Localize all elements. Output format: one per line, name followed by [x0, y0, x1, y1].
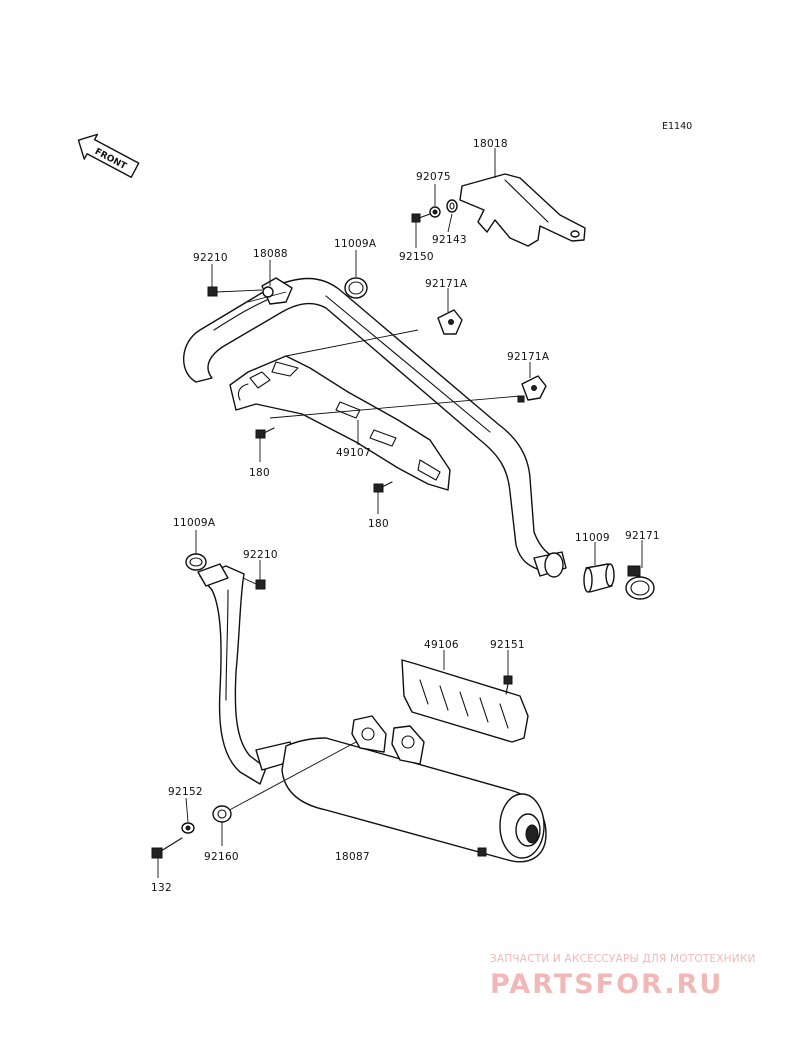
label-92210-upper: 92210 [193, 252, 228, 264]
part-92160-damper [212, 805, 232, 823]
watermark-tagline: ЗАПЧАСТИ И АКСЕССУАРЫ ДЛЯ МОТОТЕХНИКИ [490, 953, 756, 965]
part-92210-bolt-lower [255, 579, 266, 590]
part-upper-exhaust-pipe [182, 277, 567, 578]
label-92171a-1: 92171A [425, 278, 468, 290]
label-49106: 49106 [424, 639, 459, 651]
part-49107-heat-shield [229, 355, 451, 491]
watermark-logo: PARTSFOR.RU [490, 969, 723, 1000]
diagram-code: E1140 [662, 121, 692, 132]
label-18018: 18018 [473, 138, 508, 150]
part-92143-collar [446, 199, 458, 213]
label-11009a-upper: 11009A [334, 238, 377, 250]
part-11009a-gasket-lower [185, 553, 207, 571]
part-18087-muffler-pipe [197, 563, 297, 785]
part-92171a-clamp-2 [517, 375, 547, 403]
part-180-bolt-2 [373, 481, 393, 493]
label-92151: 92151 [490, 639, 525, 651]
part-92152-washer [181, 822, 195, 834]
label-92171a-2: 92171A [507, 351, 550, 363]
part-49106-heat-guard [401, 659, 529, 743]
part-11009-sleeve [583, 563, 615, 593]
part-132-bolt [151, 837, 183, 859]
part-11009a-gasket-upper [344, 277, 368, 299]
label-92160: 92160 [204, 851, 239, 863]
label-92143: 92143 [432, 234, 467, 246]
part-18087-muffler [281, 715, 547, 863]
part-92150-bolt [411, 213, 431, 223]
label-49107: 49107 [336, 447, 371, 459]
part-180-bolt-1 [255, 427, 275, 439]
label-132: 132 [151, 882, 172, 894]
label-11009: 11009 [575, 532, 610, 544]
label-92152: 92152 [168, 786, 203, 798]
part-18018-heat-guard [459, 173, 586, 247]
label-18088: 18088 [253, 248, 288, 260]
label-18087: 18087 [335, 851, 370, 863]
part-92171-clamp [625, 565, 655, 600]
label-92150: 92150 [399, 251, 434, 263]
label-92210-lower: 92210 [243, 549, 278, 561]
part-92171a-clamp-1 [437, 309, 463, 335]
label-92075: 92075 [416, 171, 451, 183]
front-arrow-icon: FRONT [77, 133, 140, 178]
part-92075-washer [429, 206, 441, 218]
label-180-1: 180 [249, 467, 270, 479]
part-92210-bolt-upper [207, 286, 218, 297]
label-92171: 92171 [625, 530, 660, 542]
label-11009a-lower: 11009A [173, 517, 216, 529]
label-180-2: 180 [368, 518, 389, 530]
